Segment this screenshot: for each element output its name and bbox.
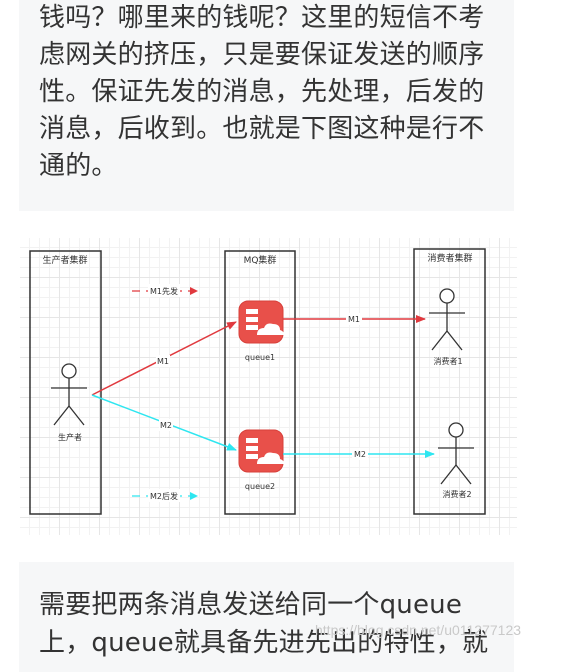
text-line: 上，queue就具备先进先出的特性，就 — [39, 628, 489, 658]
blog-url-watermark: https://blog.csdn.net/u011277123 — [315, 622, 522, 638]
label-bg — [148, 284, 180, 297]
text-line: 钱吗？哪里来的钱呢？这里的短信不考 — [39, 3, 485, 33]
label-bg — [148, 489, 180, 502]
producer-cluster-label: 生产者集群 — [42, 254, 87, 266]
queue2-label: queue2 — [245, 482, 275, 491]
label-bg — [156, 355, 170, 367]
diagram-canvas: 生产者集群 MQ集群 消费者集群 生产者 消费者1 — [29, 248, 486, 515]
m2-later-legend-arrowhead — [190, 492, 198, 500]
m1-first-legend-arrowhead — [190, 287, 198, 295]
m1-to-queue-label: M1 — [157, 357, 169, 366]
label-bg — [159, 419, 173, 431]
producer-cluster-frame — [29, 250, 102, 515]
producer-label: 生产者 — [58, 432, 82, 442]
consumer1-label: 消费者1 — [433, 356, 462, 366]
consumer-cluster-frame — [413, 248, 486, 515]
queue1-icon — [238, 300, 284, 344]
label-bg — [352, 448, 368, 460]
consumer2-label: 消费者2 — [442, 489, 471, 499]
consumer2-person-icon — [438, 422, 474, 485]
producer-person-icon — [51, 363, 87, 426]
m2-to-queue-label: M2 — [160, 421, 172, 430]
text-line: 通的。 — [39, 151, 118, 181]
m2-to-consumer-label: M2 — [354, 450, 366, 459]
m1-first-label: M1先发 — [150, 286, 178, 296]
message-order-diagram: 生产者集群 MQ集群 消费者集群 生产者 消费者1 — [20, 238, 517, 535]
text-line: 消息，后收到。也就是下图这种是行不 — [39, 114, 485, 144]
consumer1-person-icon — [429, 288, 465, 351]
blockquote-top: 钱吗？哪里来的钱呢？这里的短信不考 虑网关的挤压，只是要保证发送的顺序 性。保证… — [19, 0, 514, 211]
blockquote-bottom: 需要把两条消息发送给同一个queue 上，queue就具备先进先出的特性，就 — [19, 562, 514, 672]
queue2-icon — [238, 429, 284, 473]
m2-later-label: M2后发 — [150, 491, 178, 501]
mq-cluster-frame — [224, 250, 296, 515]
label-bg — [346, 313, 362, 325]
text-line: 需要把两条消息发送给同一个queue — [39, 590, 463, 620]
mq-cluster-label: MQ集群 — [244, 254, 277, 266]
consumer-cluster-label: 消费者集群 — [427, 252, 472, 264]
m1-to-consumer-label: M1 — [348, 315, 360, 324]
text-line: 虑网关的挤压，只是要保证发送的顺序 — [39, 40, 485, 70]
queue1-label: queue1 — [245, 353, 275, 362]
text-line: 性。保证先发的消息，先处理，后发的 — [39, 77, 485, 107]
